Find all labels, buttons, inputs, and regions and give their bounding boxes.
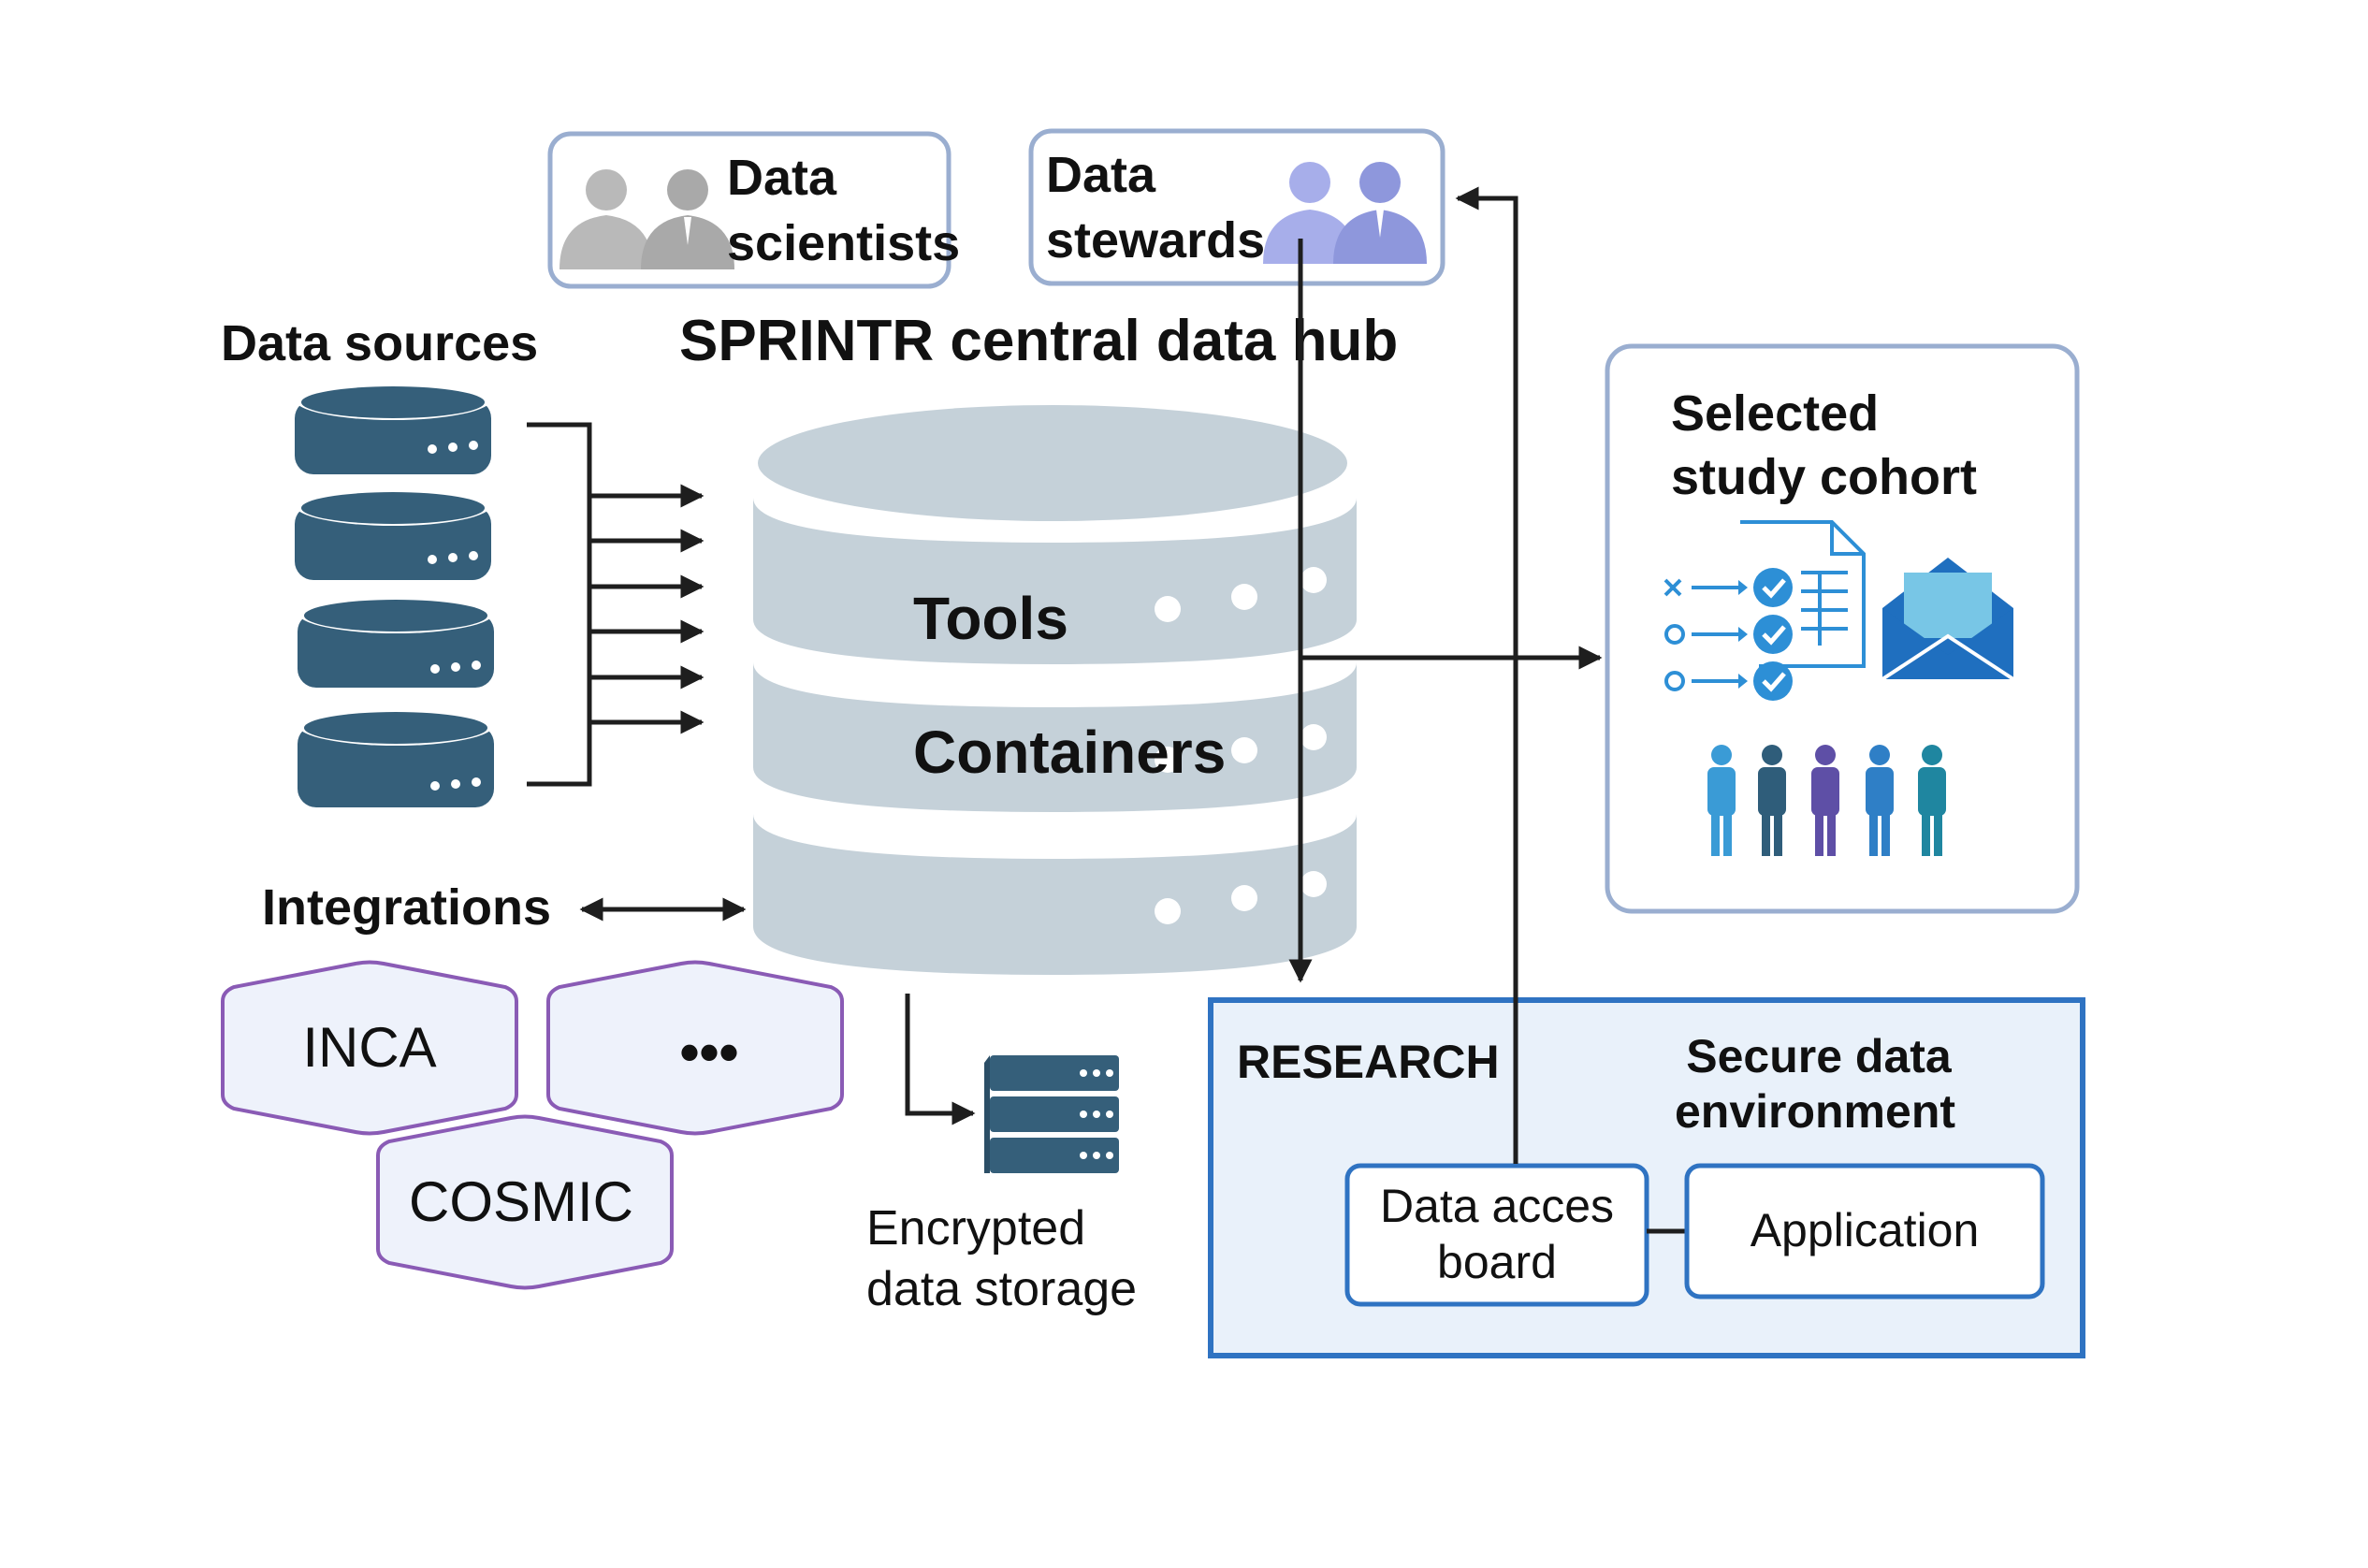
central-hub-database: Tools Containers	[753, 405, 1357, 975]
storage-label-line2: data storage	[866, 1262, 1137, 1316]
integration-hexagon-more: •••	[546, 960, 844, 1136]
integration-inca-label: INCA	[302, 1016, 436, 1079]
data-source-databases	[295, 379, 494, 807]
data-stewards-label-line2: stewards	[1046, 212, 1265, 269]
source-database-icon	[295, 379, 491, 474]
data-sources-title: Data sources	[221, 315, 538, 371]
data-stewards-box: Data stewards	[1028, 128, 1445, 286]
hub-indicator-lights	[1155, 567, 1327, 924]
server-storage-icon	[984, 1055, 1119, 1173]
scientists-people-icon	[559, 169, 734, 269]
hub-to-storage-arrow	[905, 994, 976, 1125]
checklist-document-icon	[1663, 520, 1866, 701]
source-database-icon	[298, 592, 494, 688]
secure-environment-line2: environment	[1675, 1085, 1955, 1138]
hub-title: SPRINTR central data hub	[679, 309, 1398, 373]
research-environment-box: RESEARCH Secure data environment Data ac…	[1208, 997, 2085, 1358]
cohort-title-line1: Selected	[1671, 385, 1879, 442]
board-to-stewards-arrow	[1455, 186, 1518, 1164]
integration-hexagon-cosmic: COSMIC	[376, 1114, 674, 1290]
integration-cosmic-label: COSMIC	[409, 1170, 633, 1233]
data-scientists-label-line2: scientists	[727, 215, 960, 271]
access-board-line2: board	[1437, 1236, 1557, 1288]
hub-layer-containers: Containers	[913, 719, 1226, 786]
integration-hexagon-inca: INCA	[221, 960, 518, 1136]
data-access-board-box: Data acces board	[1344, 1163, 1649, 1307]
source-database-icon	[298, 704, 494, 807]
storage-label-line1: Encrypted	[866, 1201, 1085, 1256]
hub-layer-tools: Tools	[913, 585, 1068, 652]
study-cohort-box: Selected study cohort	[1605, 343, 2080, 914]
secure-environment-line1: Secure data	[1686, 1030, 1953, 1082]
data-scientists-box: Data scientists	[547, 131, 960, 289]
data-stewards-label-line1: Data	[1046, 147, 1156, 203]
stewards-people-icon	[1263, 162, 1427, 264]
application-label: Application	[1751, 1204, 1980, 1256]
cohort-title-line2: study cohort	[1671, 449, 1977, 505]
integrations-title: Integrations	[262, 879, 551, 936]
integration-more-label: •••	[679, 1021, 738, 1083]
application-box: Application	[1684, 1163, 2045, 1299]
research-label: RESEARCH	[1237, 1036, 1500, 1088]
envelope-icon	[1881, 558, 2015, 681]
source-database-icon	[295, 485, 491, 580]
access-board-line1: Data acces	[1380, 1180, 1614, 1232]
sources-to-hub-arrows	[527, 422, 705, 787]
data-scientists-label-line1: Data	[727, 150, 837, 206]
cohort-people-icon	[1707, 745, 1946, 856]
